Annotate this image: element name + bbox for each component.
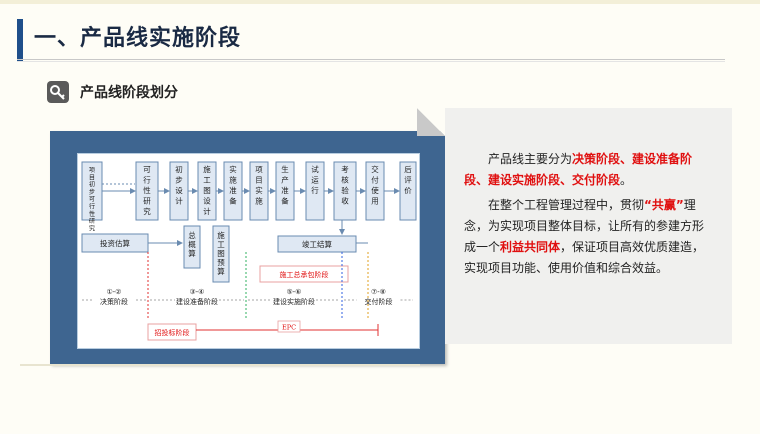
phase-number: ⑤-⑥	[287, 288, 302, 296]
invest-box-label: 投资估算	[100, 238, 130, 248]
final-box	[277, 235, 357, 253]
paragraph-1: 产品线主要分为决策阶段、建设准备阶段、建设实施阶段、交付阶段。	[464, 149, 714, 191]
phase-label: 交付阶段	[365, 297, 393, 306]
budget-box-label: 总概算	[188, 230, 196, 258]
drawing-budget-box	[212, 225, 230, 283]
step-label: 交付使用	[371, 164, 379, 206]
phase-number: ①-②	[107, 288, 122, 296]
page-fold	[417, 108, 445, 136]
drawing-budget-box-label: 施工图预算	[217, 230, 225, 276]
bidding-label: 招投标阶段	[155, 328, 190, 337]
phase-number: ⑦-⑧	[371, 288, 386, 296]
step-label: 初步设计	[175, 164, 183, 206]
para1-text-c: 。	[620, 173, 633, 187]
section-subtitle: 产品线阶段划分	[80, 85, 178, 101]
title-accent-bar	[17, 19, 23, 61]
title-divider-shadow	[17, 61, 725, 62]
para2-text-c: 理念，为实现项目整体目标，让所有的参建方形成一个	[464, 198, 705, 254]
para1-highlight: 决策阶段、建设准备阶段、建设实施阶段、交付阶段	[464, 152, 693, 187]
step-box	[399, 161, 417, 221]
final-box-label: 竣工结算	[302, 239, 332, 249]
para2-highlight-2: 利益共同体	[500, 240, 561, 254]
step-label: 施工图设计	[203, 164, 211, 216]
bidding-box	[147, 323, 197, 341]
phase-label: 决策阶段	[100, 297, 128, 306]
para2-text-e: ，保证项目高效优质建造，实现项目功能、使用价值和综合效益。	[464, 240, 705, 275]
text-panel	[445, 108, 732, 344]
page-title: 一、产品线实施阶段	[34, 26, 242, 51]
key-icon	[47, 81, 69, 103]
general-contract-label: 施工总承包阶段	[280, 270, 329, 279]
step-label: 考核验收	[341, 165, 349, 206]
step-label: 实施准备	[229, 164, 237, 206]
phase-label: 建设实施阶段	[273, 297, 315, 306]
step-label: 项目初步可行性研究	[89, 167, 95, 232]
phase-number: ③-④	[190, 288, 205, 296]
general-contract-box	[259, 265, 349, 283]
para1-text-a: 产品线主要分为	[488, 152, 573, 166]
step-label: 生产准备	[281, 164, 289, 206]
para2-highlight-1: “共赢”	[644, 198, 684, 212]
phase-label: 建设准备阶段	[176, 297, 218, 306]
title-divider	[17, 59, 725, 60]
step-label: 后评价	[404, 164, 412, 195]
paragraph-2: 在整个工程管理过程中，贯彻“共赢”理念，为实现项目整体目标，让所有的参建方形成一…	[464, 195, 714, 279]
process-diagram: 项目初步可行性研究 可行性研究 初步设计 施工图设计 实施准备 项目实施 生产准备 试运行 考核…	[77, 153, 420, 349]
para2-text-a: 在整个工程管理过程中，贯彻	[488, 198, 645, 212]
bottom-shadow	[20, 364, 420, 366]
step-label: 可行性研究	[143, 165, 151, 216]
epc-box	[277, 320, 301, 333]
top-accent	[0, 0, 760, 4]
step-label: 试运行	[311, 164, 319, 195]
budget-box	[183, 225, 201, 269]
step-label: 项目实施	[255, 165, 263, 206]
epc-label: EPC	[282, 324, 296, 332]
